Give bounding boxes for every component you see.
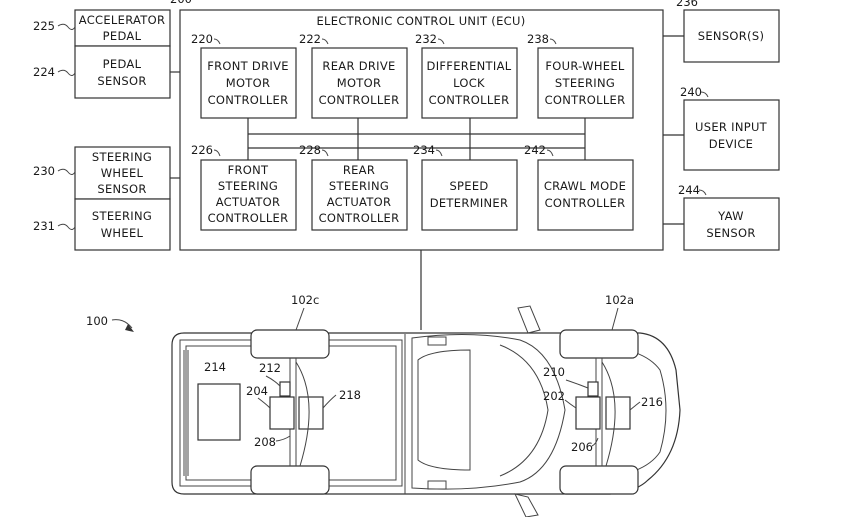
block-steering-wheel: STEERING WHEEL 231: [33, 198, 171, 251]
svg-text:231: 231: [33, 219, 55, 233]
svg-text:220: 220: [191, 32, 213, 46]
svg-text:SENSOR: SENSOR: [97, 74, 146, 88]
svg-text:226: 226: [191, 143, 213, 157]
svg-text:STEERING: STEERING: [92, 150, 152, 164]
svg-text:SPEED: SPEED: [449, 179, 488, 193]
svg-text:214: 214: [204, 360, 226, 374]
svg-text:204: 204: [246, 384, 268, 398]
svg-text:REAR DRIVE: REAR DRIVE: [322, 59, 395, 73]
svg-text:102a: 102a: [605, 293, 634, 307]
svg-text:212: 212: [259, 361, 281, 375]
svg-text:WHEEL: WHEEL: [101, 226, 144, 240]
block-steering-wheel-sensor: STEERING WHEEL SENSOR 230: [33, 146, 171, 200]
svg-text:ACTUATOR: ACTUATOR: [216, 195, 281, 209]
svg-text:DIFFERENTIAL: DIFFERENTIAL: [427, 59, 512, 73]
svg-text:FRONT: FRONT: [228, 163, 269, 177]
svg-text:228: 228: [299, 143, 321, 157]
block-user-input-device: USER INPUT DEVICE 240: [680, 85, 780, 171]
svg-text:206: 206: [571, 440, 593, 454]
svg-text:STEERING: STEERING: [92, 209, 152, 223]
svg-text:LOCK: LOCK: [453, 76, 485, 90]
svg-text:234: 234: [413, 143, 435, 157]
svg-text:PEDAL: PEDAL: [103, 29, 142, 43]
svg-text:PEDAL: PEDAL: [103, 57, 142, 71]
svg-text:224: 224: [33, 65, 55, 79]
svg-text:ACCELERATOR: ACCELERATOR: [79, 13, 166, 27]
svg-text:SENSOR: SENSOR: [706, 226, 755, 240]
svg-text:210: 210: [543, 365, 565, 379]
svg-text:CONTROLLER: CONTROLLER: [545, 196, 626, 210]
module-crawl-mode-controller: CRAWL MODE CONTROLLER 242: [524, 143, 634, 231]
svg-text:STEERING: STEERING: [555, 76, 615, 90]
svg-text:236: 236: [676, 0, 698, 9]
svg-text:FRONT DRIVE: FRONT DRIVE: [207, 59, 289, 73]
svg-text:ACTUATOR: ACTUATOR: [327, 195, 392, 209]
svg-text:225: 225: [33, 19, 55, 33]
svg-text:USER INPUT: USER INPUT: [695, 120, 768, 134]
svg-text:CONTROLLER: CONTROLLER: [429, 93, 510, 107]
block-accelerator-pedal: ACCELERATOR PEDAL 225: [33, 9, 171, 47]
svg-text:102c: 102c: [291, 293, 319, 307]
svg-text:218: 218: [339, 388, 361, 402]
svg-text:CONTROLLER: CONTROLLER: [319, 93, 400, 107]
svg-text:WHEEL: WHEEL: [101, 166, 144, 180]
svg-text:REAR: REAR: [343, 163, 375, 177]
svg-text:YAW: YAW: [717, 209, 744, 223]
svg-text:CONTROLLER: CONTROLLER: [208, 211, 289, 225]
svg-text:222: 222: [299, 32, 321, 46]
svg-text:STEERING: STEERING: [218, 179, 278, 193]
block-pedal-sensor: PEDAL SENSOR 224: [33, 45, 171, 99]
module-front-drive-motor-controller: FRONT DRIVE MOTOR CONTROLLER 220: [191, 32, 297, 119]
svg-text:SENSOR: SENSOR: [97, 182, 146, 196]
svg-text:202: 202: [543, 389, 565, 403]
block-yaw-sensor: YAW SENSOR 244: [678, 183, 780, 251]
svg-text:DEVICE: DEVICE: [709, 137, 753, 151]
svg-text:STEERING: STEERING: [329, 179, 389, 193]
vehicle-ref: 100: [86, 314, 108, 328]
svg-text:CONTROLLER: CONTROLLER: [208, 93, 289, 107]
svg-text:216: 216: [641, 395, 663, 409]
svg-text:MOTOR: MOTOR: [337, 76, 382, 90]
module-rear-drive-motor-controller: REAR DRIVE MOTOR CONTROLLER 222: [299, 32, 408, 119]
svg-text:242: 242: [524, 143, 546, 157]
svg-text:SENSOR(S): SENSOR(S): [698, 29, 764, 43]
block-sensors: SENSOR(S) 236: [676, 0, 780, 63]
svg-text:CONTROLLER: CONTROLLER: [545, 93, 626, 107]
svg-text:230: 230: [33, 164, 55, 178]
svg-text:232: 232: [415, 32, 437, 46]
module-four-wheel-steering-controller: FOUR-WHEEL STEERING CONTROLLER 238: [527, 32, 634, 119]
module-front-steering-actuator-controller: FRONT STEERING ACTUATOR CONTROLLER 226: [191, 143, 297, 231]
ecu-title: ELECTRONIC CONTROL UNIT (ECU): [316, 14, 525, 28]
svg-text:244: 244: [678, 183, 700, 197]
svg-text:FOUR-WHEEL: FOUR-WHEEL: [545, 59, 625, 73]
svg-text:240: 240: [680, 85, 702, 99]
module-speed-determiner: SPEED DETERMINER 234: [413, 143, 518, 231]
svg-text:208: 208: [254, 435, 276, 449]
svg-text:CONTROLLER: CONTROLLER: [319, 211, 400, 225]
svg-text:DETERMINER: DETERMINER: [430, 196, 509, 210]
vehicle-top-view: 100: [86, 293, 681, 517]
ecu-ref: 200: [170, 0, 192, 6]
svg-text:CRAWL MODE: CRAWL MODE: [544, 179, 626, 193]
svg-text:238: 238: [527, 32, 549, 46]
module-differential-lock-controller: DIFFERENTIAL LOCK CONTROLLER 232: [415, 32, 518, 119]
module-rear-steering-actuator-controller: REAR STEERING ACTUATOR CONTROLLER 228: [299, 143, 408, 231]
svg-text:MOTOR: MOTOR: [226, 76, 271, 90]
